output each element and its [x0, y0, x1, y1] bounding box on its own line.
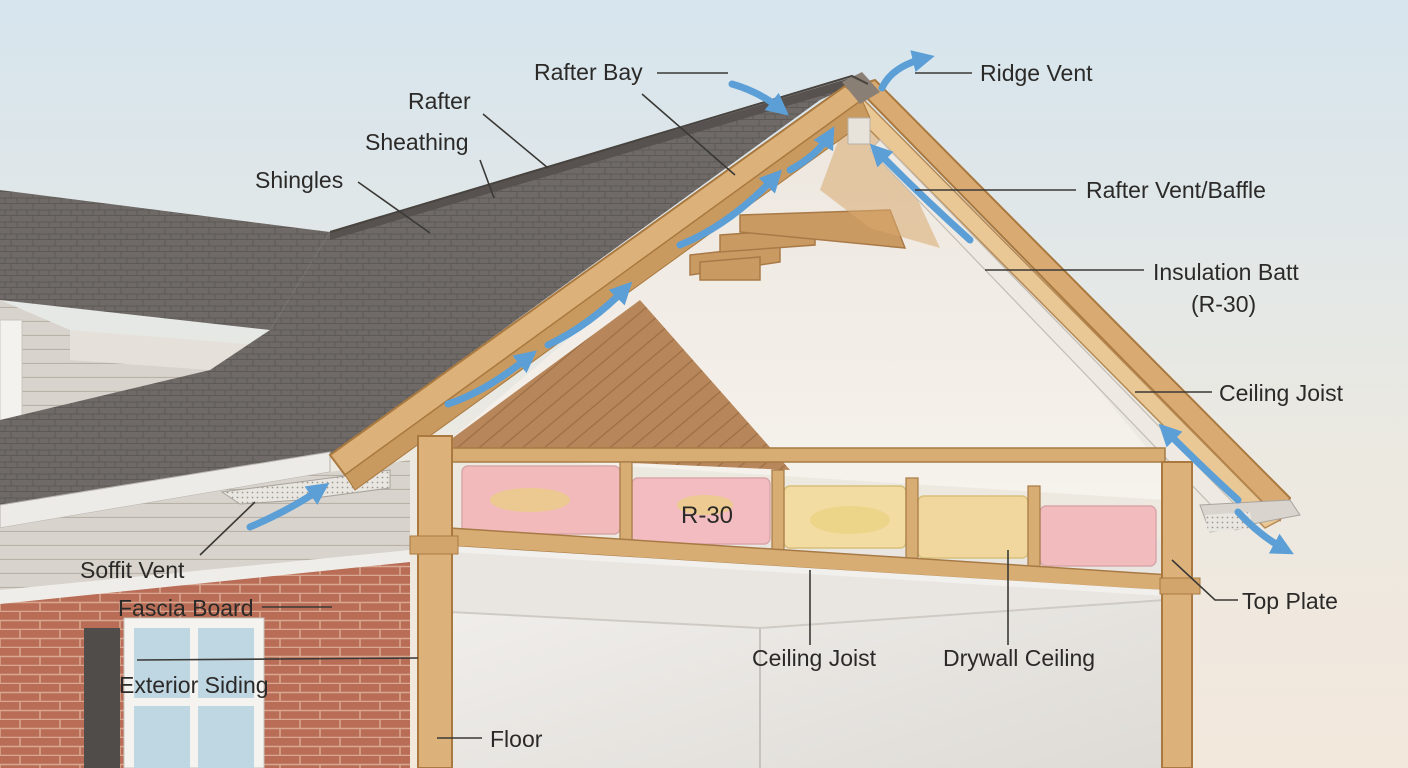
label-exterior-siding: Exterior Siding	[119, 672, 269, 698]
label-fascia-board: Fascia Board	[118, 595, 254, 621]
label-insulation-batt-rating: (R-30)	[1191, 291, 1257, 317]
insulation-batt-5	[1039, 505, 1157, 567]
label-soffit-vent: Soffit Vent	[80, 557, 185, 583]
insulation-batt-4	[917, 495, 1029, 559]
label-top-plate: Top Plate	[1242, 588, 1338, 614]
label-ceiling-joist-bottom: Ceiling Joist	[752, 645, 876, 671]
label-ridge-vent: Ridge Vent	[980, 60, 1093, 86]
airflow-arrows	[246, 50, 1294, 555]
label-insulation-batt: Insulation Batt	[1153, 259, 1299, 285]
main-shingle-slope	[0, 86, 850, 505]
label-floor: Floor	[490, 726, 543, 752]
label-rafter-vent-baffle: Rafter Vent/Baffle	[1086, 177, 1266, 203]
gable-sheathing	[450, 300, 790, 470]
label-rafter: Rafter	[408, 88, 471, 114]
label-sheathing: Sheathing	[365, 129, 469, 155]
label-drywall-ceiling: Drywall Ceiling	[943, 645, 1096, 671]
label-shingles: Shingles	[255, 167, 344, 193]
upper-shingle-roof	[0, 190, 330, 330]
label-r30: R-30	[681, 502, 734, 529]
right-stud	[1161, 461, 1193, 768]
label-rafter-bay: Rafter Bay	[534, 59, 643, 85]
label-ceiling-joist-right: Ceiling Joist	[1219, 380, 1343, 406]
leader-lines	[136, 72, 1238, 739]
left-stud	[417, 435, 453, 768]
